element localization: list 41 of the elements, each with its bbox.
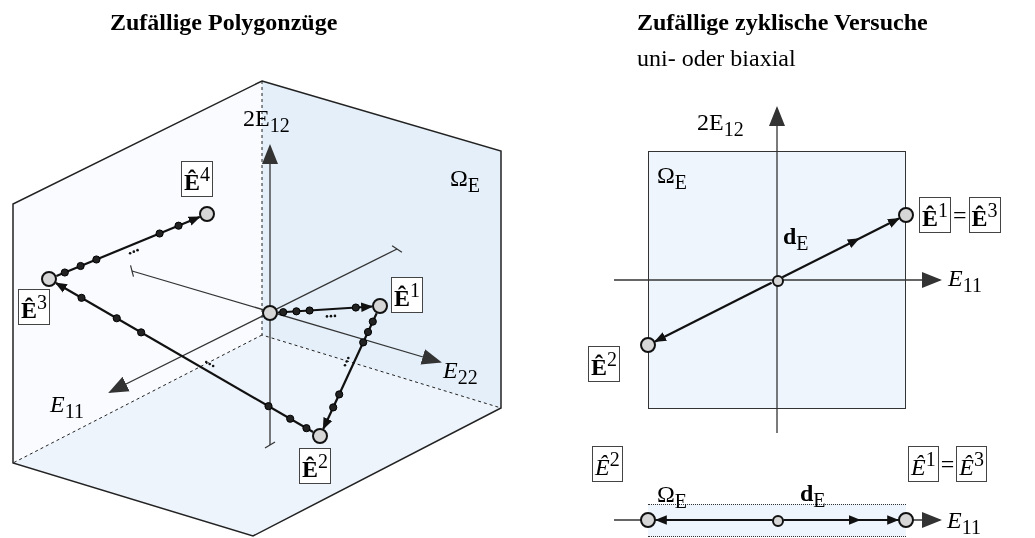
subtitle: uni- oder biaxial [637,46,796,70]
axis-label: 2E$_{12}$ [697,110,744,139]
point-marker [772,515,784,527]
axis-label: E$_{11}$ [947,508,981,537]
axis-label: E$_{11}$ [948,266,982,295]
point-label: Ê$^{3}$ [956,446,987,483]
axis-label: E$_{11}$ [50,392,84,421]
point-label: Ê$^{2}$ [588,346,620,383]
point-marker [640,337,656,353]
arrow [654,281,773,343]
point-label: Ê$^{1}$ [391,277,423,314]
point-label: Ê$^{3}$ [18,289,50,326]
edge-label: d$_{E}$ [783,224,809,253]
strain-space-square [648,151,906,409]
axis-label: 2E$_{12}$ [243,106,290,135]
region-label: Ω$_{E}$ [657,482,688,511]
region-label: Ω$_{E}$ [657,163,688,192]
point-marker [898,207,914,223]
point-marker [898,512,914,528]
arrow [54,282,314,433]
arrow [654,515,772,525]
arrow [784,515,898,525]
equals-sign: = [940,451,955,478]
point-label: Ê$^{3}$ [968,197,1001,234]
panel-title: Zufällige zyklische Versuche [637,10,928,34]
arrow [781,217,900,279]
point-label: Ê$^{4}$ [181,161,213,198]
edge-label: d$_{E}$ [800,481,826,510]
point-label: Ê$^{2}$ [592,446,623,483]
point-marker [772,275,784,287]
axis-label: E$_{22}$ [443,358,478,387]
arrow [277,302,374,314]
panel-title: Zufällige Polygonzüge [110,10,338,34]
point-label: Ê$^{2}$ [299,448,331,485]
point-label: Ê$^{1}$ [919,197,951,234]
arrow [55,216,201,277]
arrow [322,312,378,430]
equals-sign: = [953,202,967,229]
point-marker [640,512,656,528]
point-label: Ê$^{1}$ [908,446,939,483]
region-label: Ω$_{E}$ [450,166,481,195]
